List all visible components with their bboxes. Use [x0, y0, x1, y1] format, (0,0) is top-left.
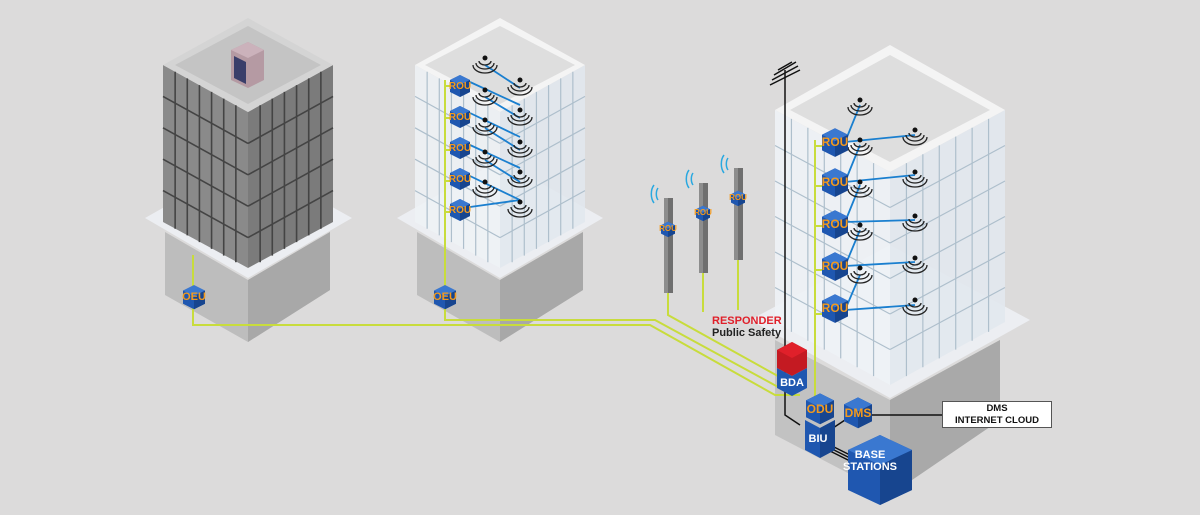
cloud-label-line2: INTERNET CLOUD — [955, 415, 1039, 426]
rou-unit: ROU — [822, 252, 849, 281]
dms-internet-cloud-box: DMS INTERNET CLOUD — [942, 401, 1052, 428]
rou-unit: ROU — [449, 137, 471, 159]
dms-label: DMS — [845, 406, 872, 420]
rou-label: ROU — [449, 143, 471, 154]
rou-label: ROU — [729, 193, 747, 202]
rou-unit: ROU — [822, 210, 849, 239]
rou-label: ROU — [822, 301, 849, 315]
rou-label: ROU — [449, 81, 471, 92]
rou-unit: ROU — [822, 294, 849, 323]
bda-label: BDA — [780, 377, 804, 389]
public-safety-label: Public Safety — [712, 327, 782, 339]
rou-unit: ROU — [449, 199, 471, 221]
odu-unit: ODU — [806, 393, 834, 425]
rou-label: ROU — [822, 217, 849, 231]
rou-unit: ROU — [822, 128, 849, 157]
rou-unit: ROU — [449, 168, 471, 190]
rou-label: ROU — [694, 208, 712, 217]
responder-cube — [777, 342, 807, 376]
rou-label: ROU — [822, 175, 849, 189]
rou-label: ROU — [822, 135, 849, 149]
base-stations-label: STATIONS — [843, 461, 897, 473]
building-office-glass — [397, 18, 603, 342]
rou-label: ROU — [659, 224, 677, 233]
biu-label: BIU — [809, 433, 828, 445]
oeu-label: OEU — [182, 291, 206, 303]
cloud-label-line1: DMS — [986, 403, 1008, 414]
rou-unit: ROU — [449, 75, 471, 97]
rou-unit: ROU — [822, 168, 849, 197]
rooftop-unit — [231, 42, 264, 88]
rou-unit-pole: ROU — [659, 221, 677, 238]
coax-lines — [469, 64, 916, 311]
building-office-dark — [145, 18, 352, 342]
rooftop-mast-antenna — [769, 61, 801, 426]
biu-unit: BIU — [805, 420, 835, 458]
base-stations-label: BASE — [855, 449, 886, 461]
rou-unit: ROU — [449, 106, 471, 128]
rou-unit-pole: ROU — [729, 190, 747, 207]
dms-unit: DMS — [844, 397, 872, 429]
responder-label: RESPONDER — [712, 315, 782, 327]
rou-label: ROU — [822, 259, 849, 273]
oeu-label: OEU — [433, 291, 457, 303]
rou-label: ROU — [449, 174, 471, 185]
bda-unit: BDA — [777, 368, 807, 396]
rou-label: ROU — [449, 112, 471, 123]
outdoor-poles — [650, 154, 743, 293]
odu-label: ODU — [807, 402, 834, 416]
oeu-unit: OEU — [433, 285, 457, 310]
base-stations: BASE STATIONS — [843, 435, 912, 505]
rou-unit-pole: ROU — [694, 205, 712, 222]
rou-label: ROU — [449, 205, 471, 216]
oeu-unit: OEU — [182, 285, 206, 310]
